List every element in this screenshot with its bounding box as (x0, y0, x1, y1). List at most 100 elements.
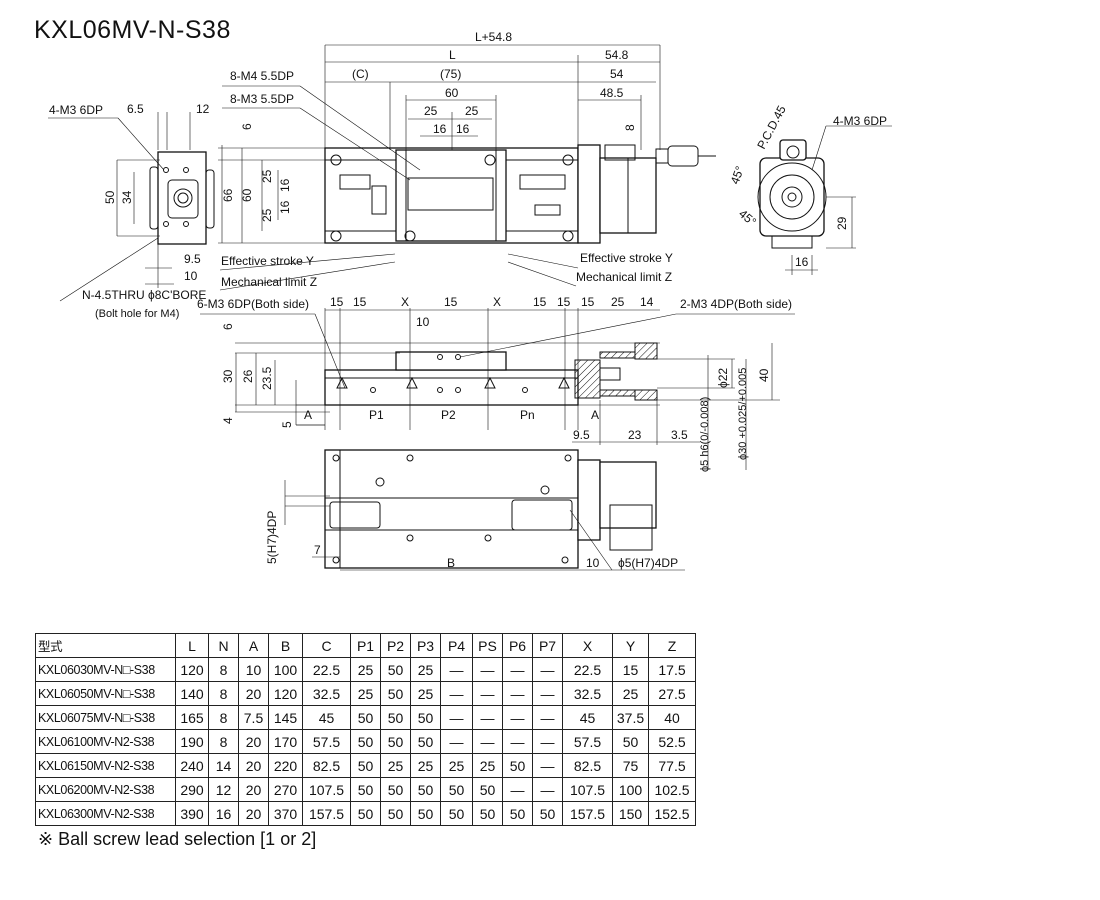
callout-label: 4-M3 6DP (49, 103, 103, 117)
table-cell: 157.5 (302, 801, 351, 826)
dim-label: Pn (520, 408, 535, 422)
table-cell: 25 (410, 681, 441, 706)
table-cell: 50 (410, 801, 441, 826)
table-cell: KXL06200MV-N2-S38 (35, 777, 176, 802)
dim-label: 16 (456, 122, 470, 136)
dim-label: 60 (445, 86, 459, 100)
table-cell: 120 (268, 681, 303, 706)
table-cell: — (440, 657, 473, 682)
dim-label: 16 (433, 122, 447, 136)
callout-label: Mechanical limit Z (576, 270, 672, 284)
dim-label: 16 (278, 178, 292, 192)
table-cell: 75 (612, 753, 649, 778)
table-cell: 220 (268, 753, 303, 778)
table-cell: 40 (648, 705, 696, 730)
table-cell: 290 (175, 777, 209, 802)
table-cell: 50 (612, 729, 649, 754)
table-cell: 165 (175, 705, 209, 730)
dim-label: 45° (736, 207, 759, 230)
dim-label: 50 (103, 190, 117, 204)
table-cell: 145 (268, 705, 303, 730)
table-cell: 7.5 (238, 705, 269, 730)
column-header: Z (648, 633, 696, 658)
table-cell: 100 (268, 657, 303, 682)
callout-label: 8-M4 5.5DP (230, 69, 294, 83)
table-cell: 50 (350, 729, 381, 754)
column-header: P4 (440, 633, 473, 658)
table-cell: 50 (440, 801, 473, 826)
table-cell: 57.5 (302, 729, 351, 754)
tolerance-label: ϕ5 h6(0/-0.008) (699, 397, 711, 472)
dim-label: 10 (416, 315, 430, 329)
table-cell: 50 (532, 801, 563, 826)
table-cell: 157.5 (562, 801, 613, 826)
column-header: P3 (410, 633, 441, 658)
column-header: P2 (380, 633, 411, 658)
column-header: Y (612, 633, 649, 658)
table-cell: 50 (350, 705, 381, 730)
table-cell: 152.5 (648, 801, 696, 826)
table-cell: 190 (175, 729, 209, 754)
table-cell: 82.5 (302, 753, 351, 778)
table-cell: 37.5 (612, 705, 649, 730)
dim-label: 15 (581, 295, 595, 309)
dim-label: 8 (623, 124, 637, 131)
table-cell: 50 (350, 777, 381, 802)
table-cell: 20 (238, 753, 269, 778)
table-cell: 240 (175, 753, 209, 778)
table-cell: 20 (238, 681, 269, 706)
table-cell: 50 (380, 705, 411, 730)
dim-label: 5 (280, 421, 294, 428)
table-cell: 17.5 (648, 657, 696, 682)
table-cell: 20 (238, 777, 269, 802)
dim-label: 23.5 (260, 366, 274, 390)
dim-label: 54 (610, 67, 624, 81)
dim-label: 16 (795, 255, 809, 269)
dim-label: 15 (444, 295, 458, 309)
dim-label: X (493, 295, 501, 309)
table-cell: 16 (208, 801, 239, 826)
column-header: A (238, 633, 269, 658)
dim-label: 6 (221, 323, 235, 330)
dim-label: L+54.8 (475, 30, 512, 44)
table-cell: — (532, 681, 563, 706)
table-cell: 25 (410, 753, 441, 778)
table-cell: — (472, 681, 503, 706)
table-cell: 52.5 (648, 729, 696, 754)
table-cell: 57.5 (562, 729, 613, 754)
drawing-title: KXL06MV-N-S38 (34, 16, 231, 44)
table-cell: — (502, 777, 533, 802)
column-header: N (208, 633, 239, 658)
table-cell: 15 (612, 657, 649, 682)
callout-label: 8-M3 5.5DP (230, 92, 294, 106)
callout-label: (Bolt hole for M4) (95, 308, 179, 320)
table-cell: — (502, 681, 533, 706)
right-end-view (757, 125, 892, 275)
column-header: P7 (532, 633, 563, 658)
top-view (218, 44, 716, 291)
dim-label: 9.5 (184, 252, 201, 266)
table-cell: — (532, 777, 563, 802)
dim-label: 25 (465, 104, 479, 118)
dim-label: 25 (260, 208, 274, 222)
table-cell: 25 (612, 681, 649, 706)
dim-label: 15 (353, 295, 367, 309)
column-header: L (175, 633, 209, 658)
table-cell: 107.5 (562, 777, 613, 802)
dim-label: A (591, 408, 599, 422)
left-end-view (48, 112, 215, 302)
dim-label: 34 (120, 190, 134, 204)
table-cell: 270 (268, 777, 303, 802)
callout-label: 2-M3 4DP(Both side) (680, 297, 792, 311)
table-cell: KXL06075MV-N□-S38 (35, 705, 176, 730)
dim-label: ϕ22 (716, 368, 730, 388)
table-cell: — (502, 657, 533, 682)
table-cell: 50 (502, 753, 533, 778)
dim-label: 7 (314, 543, 321, 557)
dim-label: 15 (330, 295, 344, 309)
